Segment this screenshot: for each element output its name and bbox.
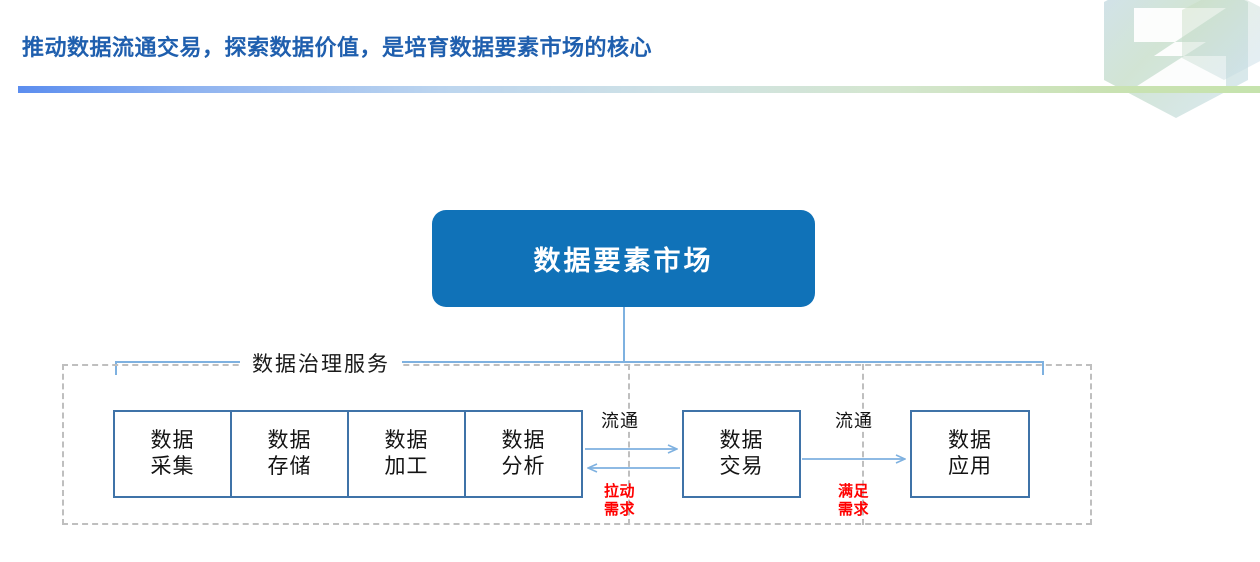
market-root-label: 数据要素市场 (533, 246, 714, 276)
market-root-node: 数据要素市场 (432, 210, 815, 307)
stage-line-2: 加工 (384, 454, 429, 478)
stage-box-data-collection: 数据 采集 (113, 410, 232, 498)
connector-bracket-horizontal (115, 361, 1044, 363)
stage-box-data-storage: 数据 存储 (230, 410, 349, 498)
demand-line-1: 拉动 (604, 484, 636, 500)
stage-line-2: 采集 (150, 454, 195, 478)
stage-box-data-processing: 数据 加工 (347, 410, 466, 498)
demand-label-pull: 拉动 需求 (604, 484, 635, 519)
stage-line-1: 数据 (501, 428, 546, 453)
flow-label-2: 流通 (835, 411, 873, 431)
governance-container-label: 数据治理服务 (240, 348, 402, 378)
stage-line-1: 数据 (719, 428, 764, 453)
stage-line-2: 交易 (719, 454, 764, 478)
connector-stem (623, 307, 625, 362)
container-divider-2 (862, 364, 864, 525)
stage-box-data-analysis: 数据 分析 (464, 410, 583, 498)
governance-container (62, 364, 1092, 525)
demand-line-1: 满足 (838, 484, 870, 500)
stage-line-2: 应用 (948, 454, 992, 478)
connector-bracket-left-tick (115, 361, 117, 375)
connector-bracket-right-tick (1042, 361, 1044, 375)
demand-line-2: 需求 (604, 501, 636, 518)
stage-line-1: 数据 (267, 428, 312, 453)
stage-line-2: 分析 (501, 454, 546, 478)
stage-line-2: 存储 (267, 454, 312, 478)
title-underline-rule (18, 86, 1260, 93)
stage-line-1: 数据 (150, 428, 195, 453)
stage-box-data-application: 数据 应用 (910, 410, 1030, 498)
stage-box-data-trading: 数据 交易 (682, 410, 801, 498)
flow-label-1: 流通 (601, 411, 639, 431)
stage-line-1: 数据 (948, 428, 992, 453)
page-title: 推动数据流通交易，探索数据价值，是培育数据要素市场的核心 (22, 35, 653, 60)
demand-label-satisfy: 满足 需求 (838, 484, 869, 519)
demand-line-2: 需求 (838, 501, 870, 518)
container-divider-1 (628, 364, 630, 525)
stage-line-1: 数据 (384, 428, 429, 453)
